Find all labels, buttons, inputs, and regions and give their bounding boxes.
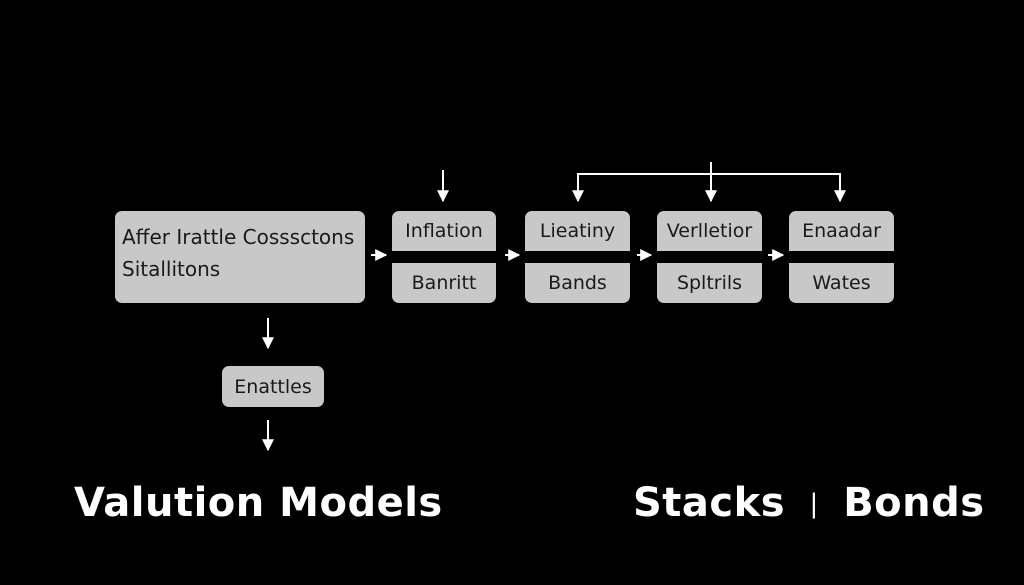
node-verlletior: Verlletior: [657, 211, 762, 251]
node-enaadar: Enaadar: [789, 211, 894, 251]
bracket-connector: [577, 173, 841, 200]
footer-title-left: Valution Models: [74, 480, 443, 526]
node-lieatiny: Lieatiny: [525, 211, 630, 251]
footer-title-bonds: Bonds: [843, 480, 985, 526]
node-inflation: Inflation: [392, 211, 496, 251]
source-box-line1: Affer Irattle Cosssctons: [122, 225, 355, 249]
node-spltrils: Spltrils: [657, 263, 762, 303]
source-box: Affer Irattle Cosssctons Sitallitons: [115, 211, 365, 303]
node-bands: Bands: [525, 263, 630, 303]
footer-title-right: Stacks | Bonds: [633, 480, 985, 526]
footer-separator: |: [809, 489, 819, 519]
node-enattles: Enattles: [222, 366, 324, 407]
footer-title-stacks: Stacks: [633, 480, 786, 526]
source-box-line2: Sitallitons: [122, 257, 221, 281]
node-wates: Wates: [789, 263, 894, 303]
node-banritt: Banritt: [392, 263, 496, 303]
